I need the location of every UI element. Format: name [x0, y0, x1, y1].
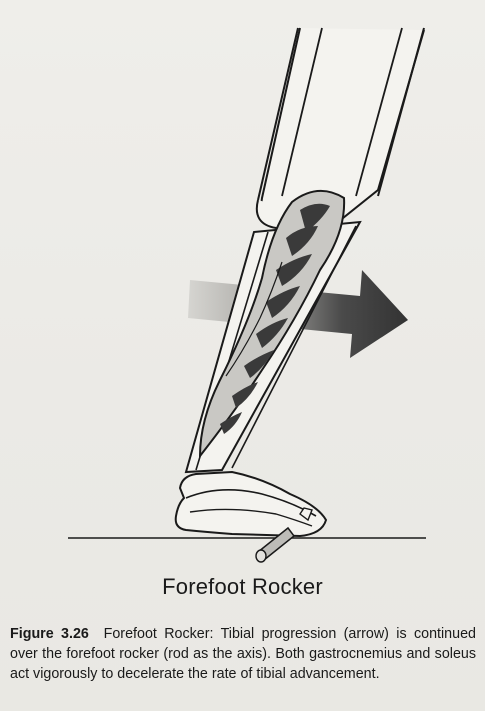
panel-label: Forefoot Rocker: [0, 574, 485, 600]
figure-caption: Figure 3.26 Forefoot Rocker: Tibial prog…: [10, 624, 476, 684]
forefoot-rocker-illustration: [0, 0, 485, 580]
foot: [176, 472, 326, 536]
caption-label: Figure 3.26: [10, 626, 89, 642]
